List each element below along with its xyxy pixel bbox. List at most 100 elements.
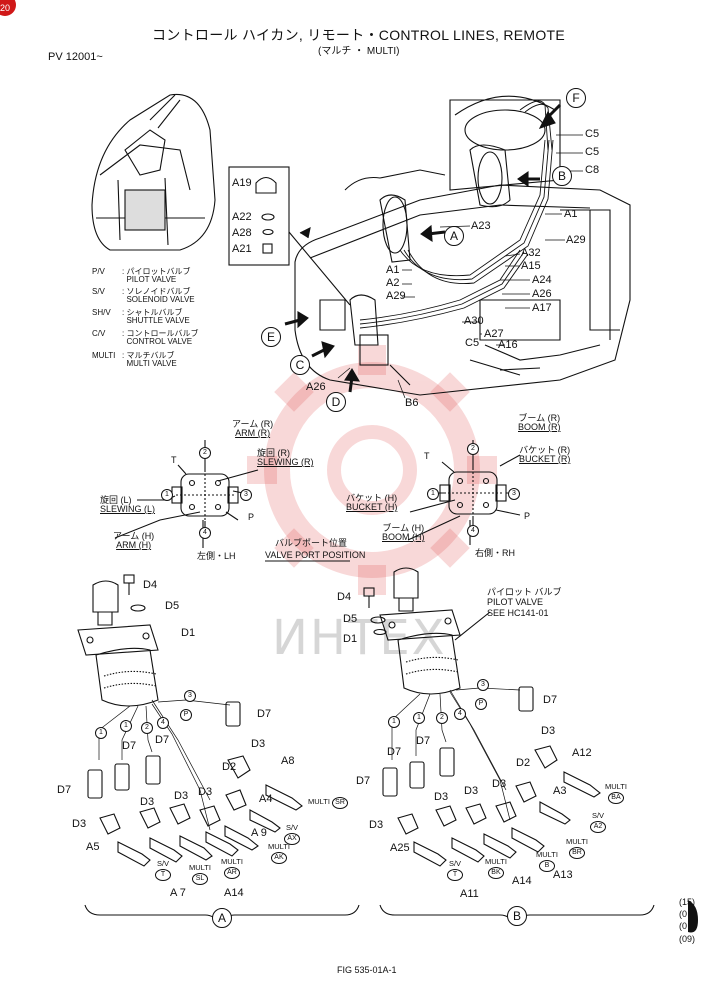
part-label: D3 xyxy=(464,785,479,797)
port-number: 3 xyxy=(184,690,196,702)
part-label: A27 xyxy=(484,328,504,340)
port-label: バケット (R)BUCKET (R) xyxy=(519,445,571,464)
port-label: バケット (H)BUCKET (H) xyxy=(346,493,398,512)
page-subtitle: (マルチ ・ MULTI) xyxy=(318,46,400,57)
part-label: A15 xyxy=(521,260,541,272)
edge-mark xyxy=(688,900,698,933)
part-label: A 9 xyxy=(251,827,267,839)
part-label: A17 xyxy=(532,302,552,314)
pilot-valve-note: パイロット バルブ PILOT VALVE SEE HC141-01 xyxy=(487,587,562,618)
view-ref-a: A xyxy=(444,226,464,246)
part-label: D2 xyxy=(516,757,531,769)
port-number: 3 xyxy=(508,488,520,500)
port-number: 3 xyxy=(477,679,489,691)
part-label: D5 xyxy=(165,600,180,612)
part-label: C5 xyxy=(585,146,600,158)
port-p: P xyxy=(524,511,531,521)
port-number: 4 xyxy=(199,527,211,539)
view-ref-f: F xyxy=(566,88,586,108)
view-ref-e: E xyxy=(261,327,281,347)
port-label: アーム (H)ARM (H) xyxy=(113,531,155,550)
assembly-a-drawing xyxy=(77,574,159,707)
part-label: A28 xyxy=(232,227,252,239)
part-label: D1 xyxy=(343,633,358,645)
part-label: A21 xyxy=(232,243,252,255)
part-label: A26 xyxy=(532,288,552,300)
assembly-a-fittings xyxy=(87,701,303,867)
port-number: 1 xyxy=(388,716,400,728)
part-label: A11 xyxy=(460,888,479,900)
main-arrows xyxy=(284,103,562,393)
port-number: 1 xyxy=(161,489,173,501)
part-label: A30 xyxy=(464,315,484,327)
part-label: D3 xyxy=(492,778,507,790)
view-ref-d: D xyxy=(326,392,346,412)
part-label: D3 xyxy=(174,790,189,802)
part-label: D7 xyxy=(543,694,558,706)
part-label: D3 xyxy=(198,786,213,798)
part-label: D1 xyxy=(181,627,196,639)
port-number: 2 xyxy=(141,722,153,734)
part-label: D7 xyxy=(257,708,272,720)
part-label: D4 xyxy=(337,591,352,603)
part-label: D7 xyxy=(416,735,431,747)
part-label: A29 xyxy=(386,290,406,302)
port-label: 旋回 (L)SLEWING (L) xyxy=(100,495,156,514)
port-p-mark: P xyxy=(475,698,487,710)
part-label: D3 xyxy=(140,796,155,808)
part-label: C8 xyxy=(585,164,600,176)
side-mark: (0 xyxy=(679,909,688,919)
part-label: A4 xyxy=(259,793,273,805)
port-label: アーム (R)ARM (R) xyxy=(232,419,274,438)
view-ref-b: B xyxy=(552,166,572,186)
port-number: 3 xyxy=(240,489,252,501)
port-number: 2 xyxy=(199,447,211,459)
cab-sketch xyxy=(91,93,216,251)
watermark-gear xyxy=(264,362,480,578)
part-label: A32 xyxy=(521,247,541,259)
detail-leader xyxy=(288,231,351,306)
page-badge: 20 xyxy=(0,0,16,16)
part-label: A29 xyxy=(566,234,586,246)
part-label: C5 xyxy=(465,337,480,349)
rh-caption: 右側・RH xyxy=(475,548,515,558)
port-label: 旋回 (R)SLEWING (R) xyxy=(257,448,314,467)
part-label: A2 xyxy=(386,277,400,289)
part-label: A23 xyxy=(471,220,491,232)
part-label: D7 xyxy=(387,746,402,758)
port-number: 2 xyxy=(436,712,448,724)
part-label: A26 xyxy=(306,381,326,393)
part-label: D4 xyxy=(143,579,158,591)
port-number: 4 xyxy=(467,525,479,537)
port-p: P xyxy=(248,512,255,522)
part-label: B6 xyxy=(405,397,419,409)
port-number: 4 xyxy=(157,717,169,729)
detail-box-frame xyxy=(228,166,290,266)
serial-range: PV 12001~ xyxy=(48,51,103,63)
port-number: 1 xyxy=(427,488,439,500)
part-label: D7 xyxy=(57,784,72,796)
side-mark: (0 xyxy=(679,921,688,931)
part-label: D3 xyxy=(541,725,556,737)
port-number: 1 xyxy=(413,712,425,724)
assembly-b-leaders xyxy=(391,687,521,821)
part-label: A24 xyxy=(532,274,552,286)
part-label: A1 xyxy=(564,208,578,220)
assembly-ref-b: B xyxy=(507,906,527,926)
part-label: A5 xyxy=(86,841,100,853)
part-label: A13 xyxy=(553,869,573,881)
part-label: A14 xyxy=(512,875,532,887)
hose-bundles xyxy=(359,100,554,329)
